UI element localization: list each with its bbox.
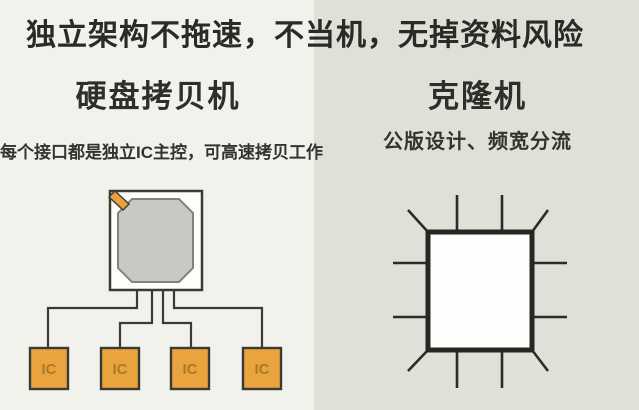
- left-panel-heading: 硬盘拷贝机: [75, 79, 241, 114]
- ic-chip-label: IC: [255, 361, 270, 378]
- ic-chip-box: IC: [28, 346, 70, 391]
- clone-chip-body: [425, 229, 535, 353]
- ic-chip-box: IC: [169, 346, 211, 391]
- ic-chip-label: IC: [183, 361, 198, 378]
- right-panel-heading: 克隆机: [428, 79, 527, 114]
- clone-chip-pins: [393, 195, 567, 388]
- ic-chip-label: IC: [42, 361, 57, 378]
- right-panel-description: 公版设计、频宽分流: [383, 131, 572, 153]
- bus-lines: [46, 290, 264, 349]
- clone-chip-diagram: [393, 195, 567, 388]
- main-title: 独立架构不拖速，不当机，无掉资料风险: [26, 19, 584, 52]
- ic-chip-label: IC: [113, 361, 128, 378]
- left-panel-description: 每个接口都是独立IC主控，可高速拷贝工作: [0, 143, 323, 162]
- ic-chip-box: IC: [241, 346, 283, 391]
- pin1-marker-icon: [107, 190, 131, 211]
- copier-architecture-diagram: IC IC IC IC: [28, 189, 283, 391]
- master-chip-die: [117, 198, 194, 283]
- ic-chip-box: IC: [99, 346, 141, 391]
